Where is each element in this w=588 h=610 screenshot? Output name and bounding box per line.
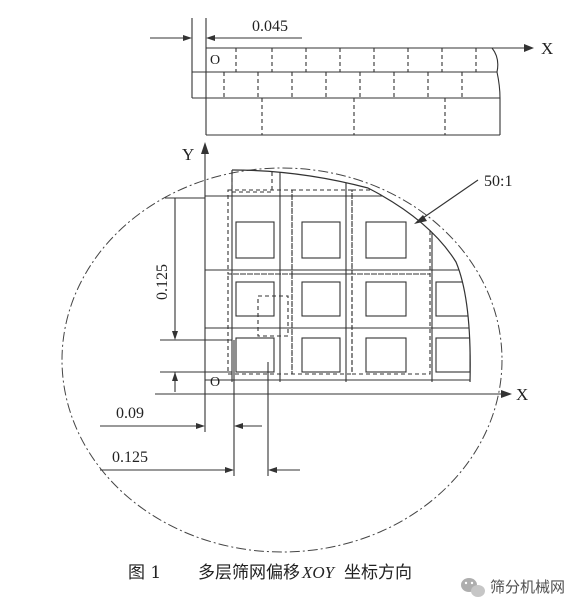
screen-mesh xyxy=(205,170,471,382)
caption-xoy: XOY xyxy=(301,563,336,582)
screen-outline xyxy=(231,169,471,383)
watermark-text: 筛分机械网 xyxy=(490,578,565,596)
scale-label: 50:1 xyxy=(484,173,512,190)
top-x-axis-label: X xyxy=(541,39,553,58)
vertical-dim-label: 0.125 xyxy=(154,264,171,300)
figure-caption: 图 1 多层筛网偏移 XOY 坐标方向 xyxy=(128,563,412,583)
detail-circle xyxy=(61,167,503,553)
caption-text-2: 坐标方向 xyxy=(344,563,412,583)
detail-axes xyxy=(100,142,512,476)
caption-prefix: 图 1 xyxy=(128,563,161,583)
x-axis-label: X xyxy=(516,385,528,404)
top-origin-label: O xyxy=(210,53,220,68)
caption-text-1: 多层筛网偏移 xyxy=(198,563,300,583)
origin-label: O xyxy=(210,375,220,390)
top-dim-label: 0.045 xyxy=(252,18,288,35)
y-axis-label: Y xyxy=(182,145,194,164)
dim-label-0-125: 0.125 xyxy=(112,449,148,466)
dim-label-0-09: 0.09 xyxy=(116,405,144,422)
top-view xyxy=(150,18,534,136)
wechat-icon xyxy=(461,578,485,597)
watermark: 筛分机械网 xyxy=(461,578,565,597)
